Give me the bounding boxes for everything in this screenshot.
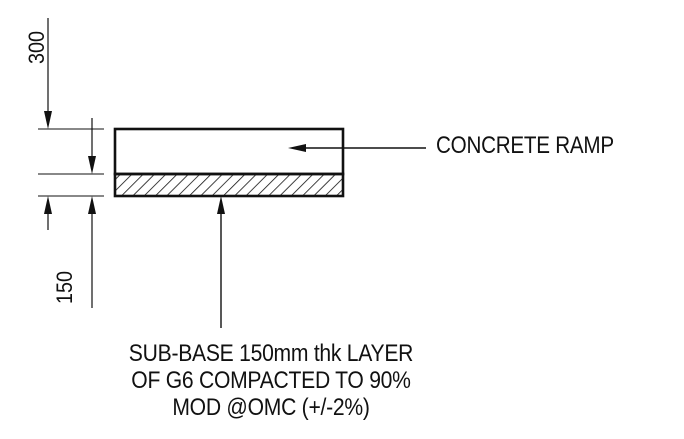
subbase-label-line: SUB-BASE 150mm thk LAYER bbox=[128, 340, 414, 367]
leader-concrete-ramp bbox=[288, 144, 426, 152]
leader-subbase bbox=[217, 196, 225, 328]
subbase-label-line: OF G6 COMPACTED TO 90% bbox=[131, 367, 411, 394]
dimension-label-300: 300 bbox=[24, 30, 49, 64]
subbase-label: SUB-BASE 150mm thk LAYER OF G6 COMPACTED… bbox=[82, 340, 460, 421]
subbase-label-line: MOD @OMC (+/-2%) bbox=[172, 394, 370, 421]
concrete-ramp-slab bbox=[113, 127, 345, 176]
dimension-extension-lines bbox=[38, 128, 104, 197]
subbase-layer bbox=[113, 172, 345, 198]
dimension-label-150: 150 bbox=[52, 270, 77, 304]
dimension-line-300 bbox=[44, 18, 52, 230]
concrete-ramp-label: CONCRETE RAMP bbox=[436, 132, 614, 159]
dimension-line-150 bbox=[88, 118, 96, 308]
